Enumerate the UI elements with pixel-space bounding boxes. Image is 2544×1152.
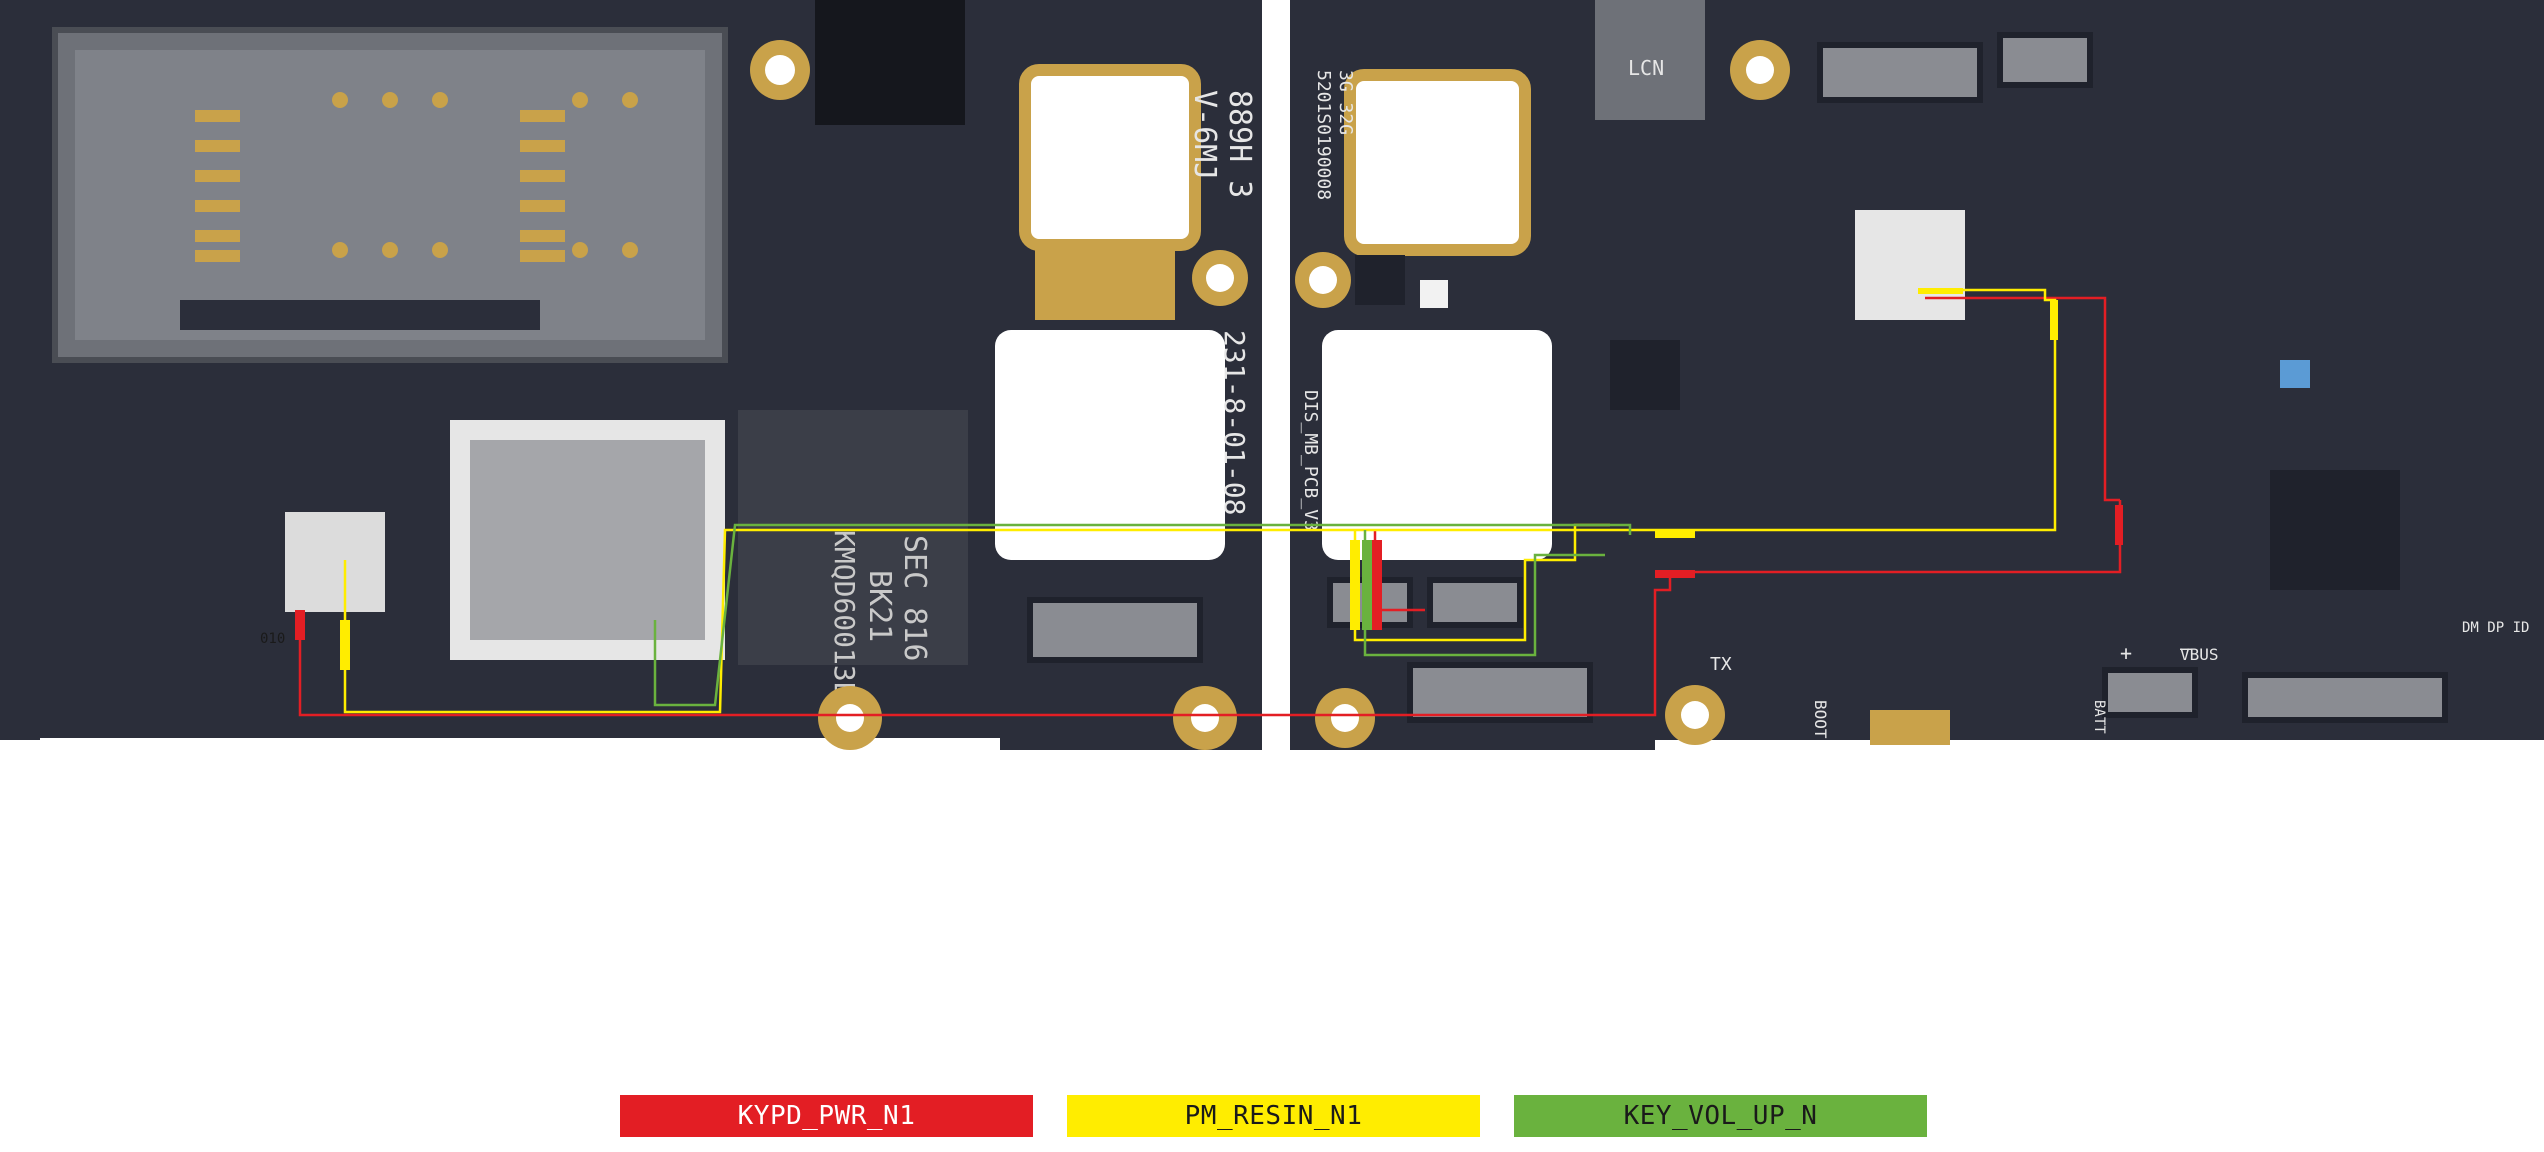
pmic-bga xyxy=(285,512,385,612)
board-connector xyxy=(1427,577,1523,628)
small-chip xyxy=(1355,255,1405,305)
legend-pm-resin-n1: PM_RESIN_N1 xyxy=(1067,1095,1480,1137)
bga-pads xyxy=(1855,210,1965,320)
board-connector xyxy=(1407,662,1593,723)
board-cutout xyxy=(1322,330,1552,560)
silk-label: DM DP ID xyxy=(2462,620,2529,636)
board-connector xyxy=(1027,597,1203,663)
silk-label: 5201S0190008 xyxy=(1313,70,1334,200)
board-connector xyxy=(1817,42,1983,103)
ldo-shield xyxy=(1595,0,1705,120)
silk-label: BOOT xyxy=(1811,700,1830,739)
chip-text: SEC 816 xyxy=(897,535,932,661)
memory-chip xyxy=(738,410,968,665)
silk-label: TX xyxy=(1710,654,1732,675)
silk-tag: LCN xyxy=(1628,56,1664,80)
silk-label: BATT xyxy=(2091,700,2107,734)
silk-label: 889H 3 xyxy=(1222,90,1257,198)
camera-connector xyxy=(815,0,965,125)
legend-label: PM_RESIN_N1 xyxy=(1184,1101,1363,1131)
silk-label: DIS_MB_PCB_V3 xyxy=(1300,390,1321,531)
silk-label: 231-8-01-08 xyxy=(1218,330,1251,515)
test-point-pads xyxy=(295,288,2123,670)
legend-label: KYPD_PWR_N1 xyxy=(737,1101,916,1131)
board-connector xyxy=(2102,667,2198,718)
small-chip xyxy=(1610,340,1680,410)
legend-kypd-pwr-n1: KYPD_PWR_N1 xyxy=(620,1095,1033,1137)
silk-label: + xyxy=(2120,641,2132,665)
soc-chip xyxy=(2270,470,2400,590)
chip-text: BK21 xyxy=(862,570,897,642)
board-cutout xyxy=(995,330,1225,560)
left-board: SEC 816 BK21 KMQD60013BM V-6MJ 889H 3 23… xyxy=(0,0,1262,750)
legend-key-vol-up-n: KEY_VOL_UP_N xyxy=(1514,1095,1927,1137)
board-cutout xyxy=(1344,69,1531,256)
silk-tag: 010 xyxy=(260,631,285,647)
bga-soc-pads xyxy=(450,420,725,660)
legend-label: KEY_VOL_UP_N xyxy=(1623,1101,1818,1131)
chip-text: KMQD60013BM xyxy=(828,530,861,715)
board-connector xyxy=(1997,32,2093,88)
board-cutout xyxy=(1019,64,1201,251)
silk-label: V-6MJ xyxy=(1187,90,1222,180)
silk-label: 3G 32G xyxy=(1335,70,1356,135)
silk-label: – xyxy=(2180,636,2193,660)
right-board: LCN 5201S0190008 3G 32G DIS_MB_PCB_V3 TX… xyxy=(1290,0,2544,750)
board-connector xyxy=(2242,672,2448,723)
silk-label: VBUS xyxy=(2180,645,2219,664)
